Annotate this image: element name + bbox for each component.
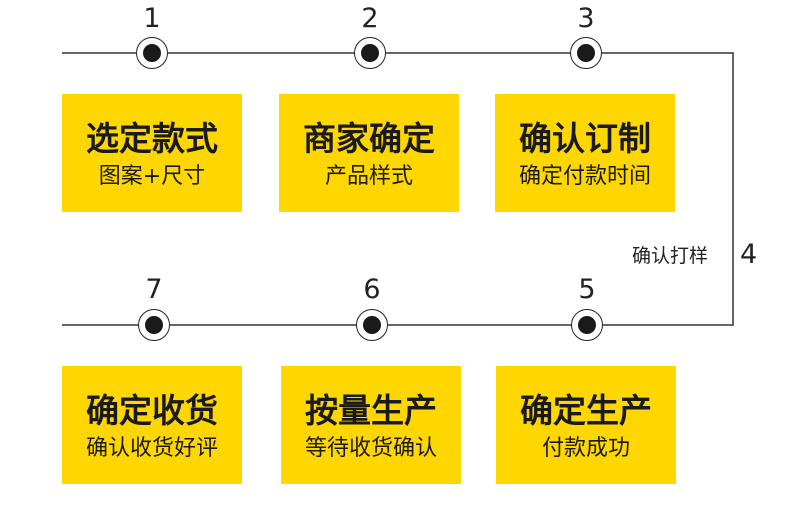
step-1-node <box>136 37 168 69</box>
step-3-node <box>570 37 602 69</box>
step-4-number: 4 <box>740 239 758 270</box>
step-6-subtitle: 等待收货确认 <box>304 436 437 461</box>
step-1-card: 选定款式 图案+尺寸 <box>62 94 242 212</box>
node-dot <box>361 44 379 62</box>
node-dot <box>143 44 161 62</box>
step-2-number: 2 <box>361 3 379 34</box>
step-1-number: 1 <box>143 3 161 34</box>
step-3-title: 确认订制 <box>519 119 651 158</box>
step-7-card: 确定收货 确认收货好评 <box>62 366 242 484</box>
step-5-title: 确定生产 <box>520 391 652 430</box>
flow-path <box>62 52 734 326</box>
step-5-card: 确定生产 付款成功 <box>496 366 676 484</box>
node-dot <box>363 316 381 334</box>
step-6-card: 按量生产 等待收货确认 <box>281 366 461 484</box>
step-5-number: 5 <box>578 274 596 305</box>
step-4-label: 确认打样 <box>632 245 709 267</box>
step-7-node <box>138 309 170 341</box>
step-1-subtitle: 图案+尺寸 <box>98 164 206 189</box>
step-2-node <box>354 37 386 69</box>
step-2-card: 商家确定 产品样式 <box>279 94 459 212</box>
step-5-node <box>571 309 603 341</box>
node-dot <box>577 44 595 62</box>
node-dot <box>145 316 163 334</box>
step-7-title: 确定收货 <box>86 391 218 430</box>
step-1-title: 选定款式 <box>86 119 218 158</box>
step-6-number: 6 <box>363 274 381 305</box>
step-3-number: 3 <box>577 3 595 34</box>
node-dot <box>578 316 596 334</box>
step-3-card: 确认订制 确定付款时间 <box>495 94 675 212</box>
step-2-title: 商家确定 <box>303 119 435 158</box>
step-2-subtitle: 产品样式 <box>324 164 413 189</box>
step-7-subtitle: 确认收货好评 <box>85 436 218 461</box>
step-3-subtitle: 确定付款时间 <box>518 164 651 189</box>
step-7-number: 7 <box>145 274 163 305</box>
step-6-title: 按量生产 <box>305 391 437 430</box>
step-5-subtitle: 付款成功 <box>541 436 630 461</box>
step-6-node <box>356 309 388 341</box>
